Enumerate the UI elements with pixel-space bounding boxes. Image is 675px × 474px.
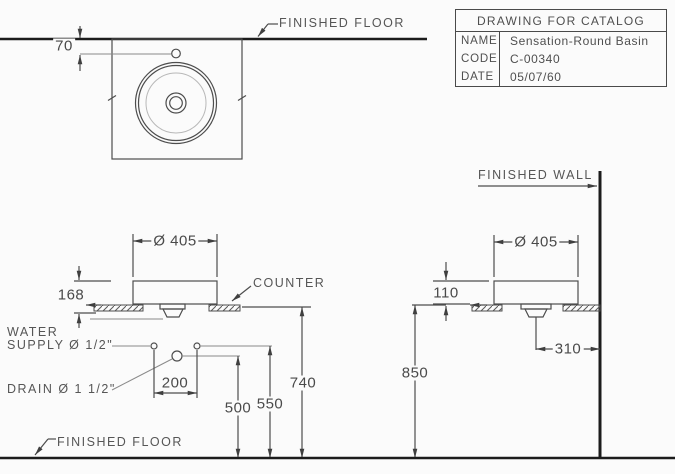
finished-floor-line [0,438,675,460]
dim-110: 110 [431,284,461,302]
title-block-name-label: NAME [456,32,500,50]
title-block-date-value: 05/07/60 [510,70,562,84]
title-block-date-label: DATE [456,68,500,86]
dim-850: 850 [399,364,431,382]
finished-floor-bottom-label: FINISHED FLOOR [57,435,183,449]
dim-200: 200 [159,374,191,392]
title-block-title: DRAWING FOR CATALOG [456,10,666,32]
dim-550: 550 [254,395,286,413]
dim-740: 740 [287,374,319,392]
finished-wall [478,171,602,459]
water-supply-label-line1: WATER [7,325,59,339]
finished-wall-label: FINISHED WALL [478,168,593,182]
water-supply-label-line2: SUPPLY Ø 1/2" [7,338,114,352]
dim-500: 500 [222,399,254,417]
title-block: DRAWING FOR CATALOG NAME Sensation-Round… [455,9,667,87]
finished-floor-top-label: FINISHED FLOOR [279,16,405,30]
dim-dia-405-left: Ø 405 [151,232,199,250]
dim-168: 168 [55,286,87,304]
dim-70: 70 [53,37,75,55]
drain-label: DRAIN Ø 1 1/2" [7,382,116,396]
title-block-name-value: Sensation-Round Basin [510,34,649,48]
dim-dia-405-right: Ø 405 [512,233,560,251]
title-block-code-value: C-00340 [510,52,561,66]
title-block-code-label: CODE [456,50,500,68]
dim-310: 310 [552,340,584,358]
counter-label: COUNTER [253,276,326,290]
